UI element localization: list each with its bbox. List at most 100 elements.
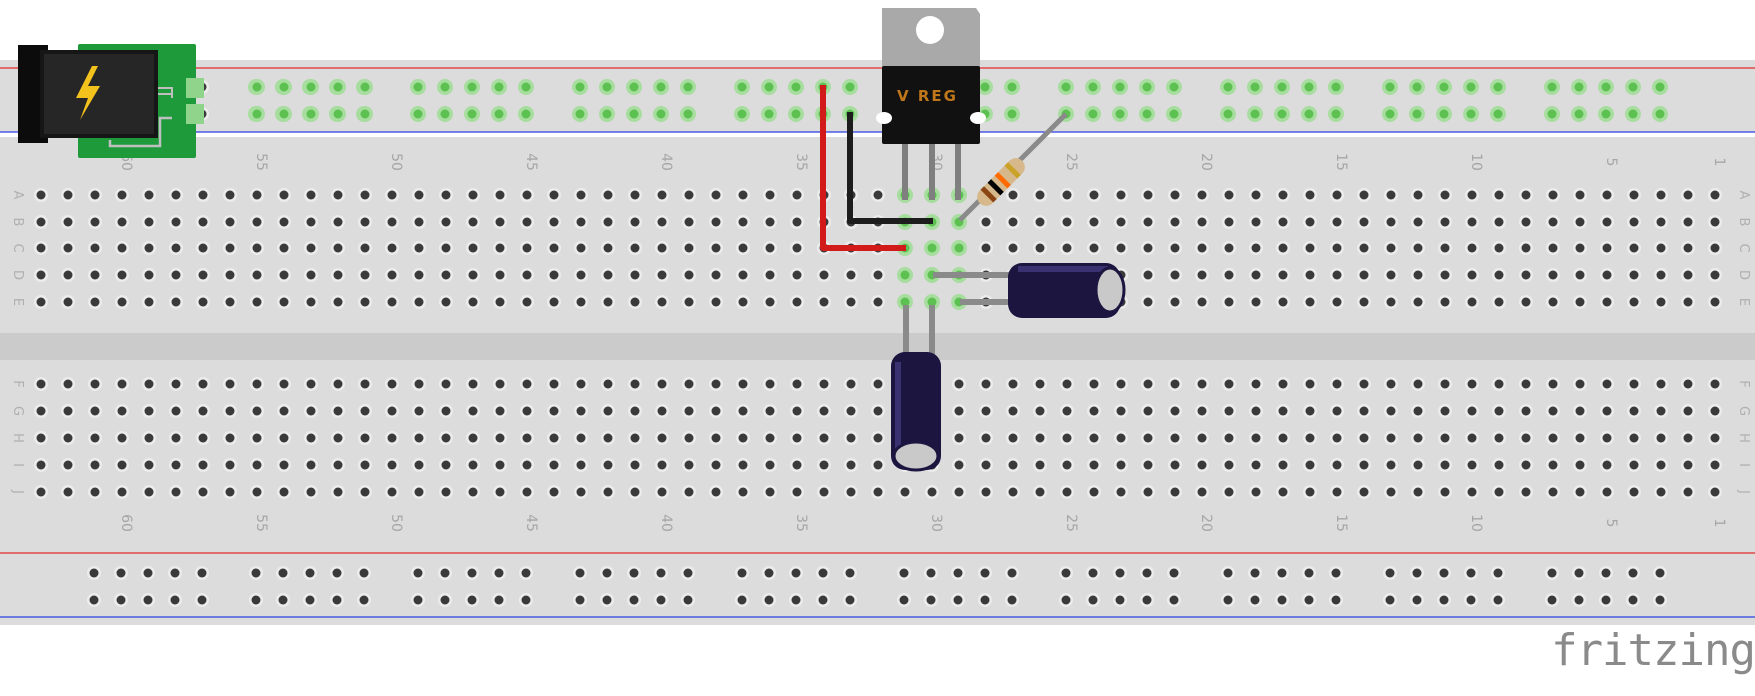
rail-hole [629, 568, 639, 578]
breadboard-hole [1008, 433, 1018, 443]
breadboard-hole [1575, 217, 1585, 227]
breadboard-hole [1224, 217, 1234, 227]
rail-hole [791, 109, 801, 119]
breadboard-hole [684, 243, 694, 253]
rail-hole [764, 568, 774, 578]
rail-hole [197, 568, 207, 578]
breadboard-hole [441, 190, 451, 200]
breadboard-hole [144, 270, 154, 280]
rail-hole [1142, 82, 1152, 92]
breadboard-hole [1062, 406, 1072, 416]
rail-hole [1061, 82, 1071, 92]
breadboard-hole [1494, 433, 1504, 443]
breadboard-hole [36, 190, 46, 200]
rail-hole [1169, 82, 1179, 92]
breadboard-hole [792, 217, 802, 227]
rail-hole [494, 82, 504, 92]
breadboard-hole [1332, 190, 1342, 200]
breadboard-hole [1305, 379, 1315, 389]
rail-hole [89, 568, 99, 578]
breadboard-hole [1548, 406, 1558, 416]
rail-hole [737, 82, 747, 92]
breadboard-hole [1656, 460, 1666, 470]
rail-hole [278, 595, 288, 605]
rail-hole [1169, 109, 1179, 119]
breadboard-hole [1413, 243, 1423, 253]
rail-hole [791, 82, 801, 92]
breadboard-hole [414, 243, 424, 253]
breadboard-hole [1332, 379, 1342, 389]
breadboard-hole [306, 243, 316, 253]
breadboard-hole [846, 406, 856, 416]
breadboard-hole [1467, 297, 1477, 307]
breadboard-hole [1629, 243, 1639, 253]
breadboard-hole [711, 217, 721, 227]
breadboard-hole [1251, 270, 1261, 280]
breadboard-hole [144, 406, 154, 416]
breadboard-hole [1332, 243, 1342, 253]
breadboard-hole [576, 243, 586, 253]
breadboard-hole [1278, 379, 1288, 389]
breadboard-hole [117, 297, 127, 307]
rail-hole [1439, 109, 1449, 119]
breadboard-hole [1278, 270, 1288, 280]
rail-hole [116, 595, 126, 605]
breadboard-hole [873, 406, 883, 416]
breadboard-hole [1440, 406, 1450, 416]
breadboard-hole [171, 190, 181, 200]
breadboard-hole [1494, 460, 1504, 470]
breadboard-hole [873, 433, 883, 443]
rail-hole [332, 595, 342, 605]
breadboard-hole [441, 379, 451, 389]
row-letter: A [10, 191, 25, 200]
breadboard-hole [171, 379, 181, 389]
breadboard-hole [1548, 270, 1558, 280]
rail-hole [494, 109, 504, 119]
column-number: 40 [658, 153, 674, 171]
rail-hole [1412, 568, 1422, 578]
breadboard-hole [1035, 379, 1045, 389]
breadboard-hole [1224, 460, 1234, 470]
breadboard-hole [1251, 406, 1261, 416]
breadboard-hole [576, 217, 586, 227]
breadboard-hole [1332, 433, 1342, 443]
row-letter: E [10, 298, 25, 306]
breadboard-hole [1062, 217, 1072, 227]
breadboard-hole [603, 270, 613, 280]
breadboard-hole [1494, 217, 1504, 227]
breadboard-hole [1143, 487, 1153, 497]
rail-hole [252, 82, 262, 92]
breadboard-hole [603, 460, 613, 470]
breadboard-hole [90, 379, 100, 389]
breadboard-hole [603, 190, 613, 200]
breadboard-hole [333, 487, 343, 497]
breadboard-hole [1656, 433, 1666, 443]
capacitor-horizontal [933, 263, 1126, 318]
row-letter: F [1736, 380, 1751, 387]
rail-hole [1628, 568, 1638, 578]
rail-hole [1601, 82, 1611, 92]
rail-hole [521, 109, 531, 119]
breadboard-hole [1332, 270, 1342, 280]
rail-hole [521, 595, 531, 605]
breadboard-hole [252, 406, 262, 416]
breadboard-hole [468, 487, 478, 497]
breadboard-hole [630, 190, 640, 200]
rail-hole [602, 568, 612, 578]
column-number: 45 [523, 514, 539, 532]
breadboard-hole [1629, 217, 1639, 227]
rail-hole [251, 595, 261, 605]
column-number: 55 [253, 514, 269, 532]
rail-hole [1493, 568, 1503, 578]
breadboard-hole [1224, 297, 1234, 307]
breadboard-hole [1116, 460, 1126, 470]
breadboard-hole [576, 406, 586, 416]
rail-hole [1277, 109, 1287, 119]
breadboard-hole [1197, 243, 1207, 253]
breadboard-hole [630, 379, 640, 389]
rail-hole [1628, 595, 1638, 605]
rail-hole [1547, 109, 1557, 119]
breadboard-hole [1224, 190, 1234, 200]
breadboard-hole [1035, 433, 1045, 443]
